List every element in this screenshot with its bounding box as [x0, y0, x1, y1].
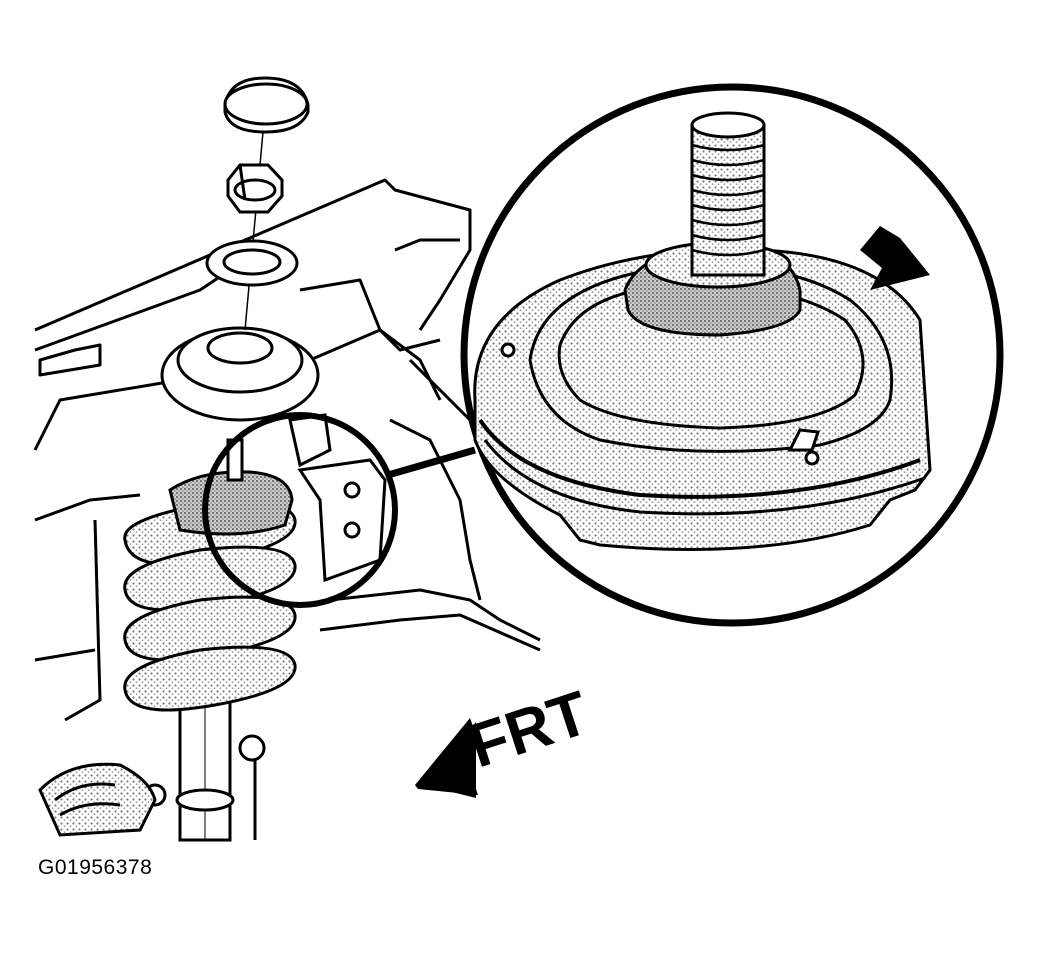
detail-highlight-circle [202, 412, 398, 608]
mount-hole [500, 342, 516, 358]
assembly-axis-line [244, 131, 264, 331]
threaded-stud [690, 111, 766, 277]
flange-nut [226, 163, 284, 214]
magnified-detail [460, 83, 1004, 627]
strut-tower-seat [160, 326, 320, 422]
front-direction-indicator: FRT [415, 678, 597, 798]
mount-hole [804, 450, 820, 466]
bracket [288, 413, 387, 583]
figure-id: G01956378 [38, 856, 153, 879]
detail-leader-line [387, 446, 476, 479]
strut-spring-assembly [123, 438, 297, 842]
washer [205, 239, 299, 287]
dust-cap [223, 76, 310, 134]
front-direction-label: FRT [461, 678, 597, 781]
indicator-arrow [860, 226, 930, 290]
steering-knuckle [38, 762, 157, 837]
